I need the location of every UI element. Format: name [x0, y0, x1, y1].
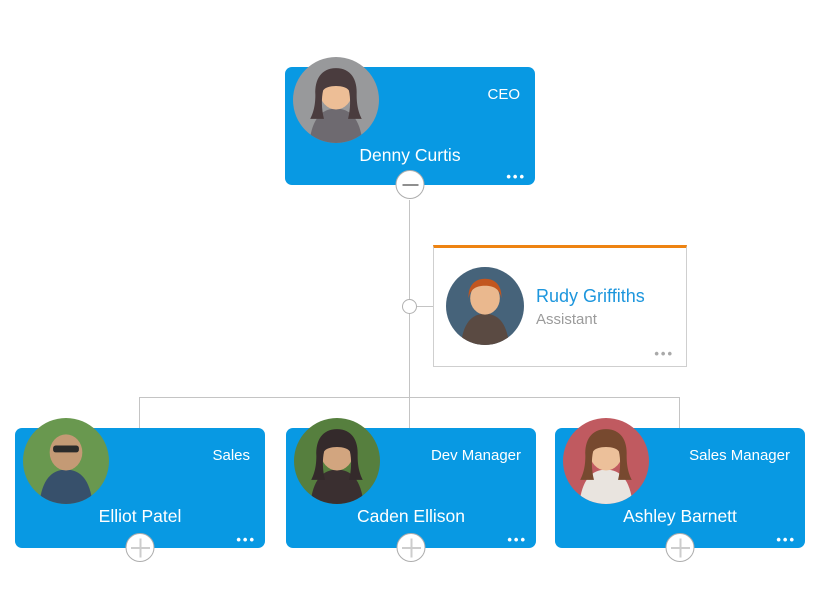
role-label: Sales	[212, 447, 250, 464]
org-node-child-3[interactable]: Sales Manager Ashley Barnett •••	[555, 418, 805, 562]
more-options-icon[interactable]: •••	[776, 532, 796, 547]
person-name: Caden Ellison	[357, 506, 465, 526]
person-name: Denny Curtis	[359, 145, 461, 165]
connector-junction-dot	[402, 299, 417, 314]
org-node-assistant[interactable]: Rudy Griffiths Assistant •••	[433, 245, 687, 367]
minus-icon	[402, 183, 418, 186]
expand-button[interactable]	[396, 533, 426, 562]
person-name: Elliot Patel	[98, 506, 182, 526]
connector-drop-child-2	[409, 397, 410, 428]
role-label: Dev Manager	[430, 447, 521, 464]
connector-drop-child-1	[139, 397, 140, 428]
connector-ceo-trunk	[409, 200, 410, 397]
plus-icon	[139, 538, 141, 557]
role-label: CEO	[487, 86, 520, 103]
more-options-icon[interactable]: •••	[507, 532, 527, 547]
avatar	[563, 418, 649, 504]
avatar	[23, 418, 109, 504]
connector-drop-child-3	[679, 397, 680, 428]
person-name: Ashley Barnett	[623, 506, 737, 526]
org-node-child-2[interactable]: Dev Manager Caden Ellison •••	[286, 418, 536, 562]
more-options-icon[interactable]: •••	[654, 346, 674, 361]
org-node-child-1[interactable]: Sales Elliot Patel •••	[15, 418, 265, 562]
person-name: Rudy Griffiths	[536, 286, 645, 306]
avatar	[293, 57, 379, 143]
expand-button[interactable]	[665, 533, 695, 562]
avatar	[446, 267, 524, 345]
plus-icon	[679, 538, 681, 557]
collapse-button[interactable]	[395, 170, 425, 199]
expand-button[interactable]	[125, 533, 155, 562]
role-label: Assistant	[536, 311, 597, 328]
more-options-icon[interactable]: •••	[236, 532, 256, 547]
plus-icon	[410, 538, 412, 557]
avatar	[294, 418, 380, 504]
more-options-icon[interactable]: •••	[506, 169, 526, 184]
org-node-ceo[interactable]: CEO Denny Curtis •••	[285, 57, 535, 199]
role-label: Sales Manager	[689, 447, 790, 464]
connector-assistant-branch	[417, 306, 434, 307]
